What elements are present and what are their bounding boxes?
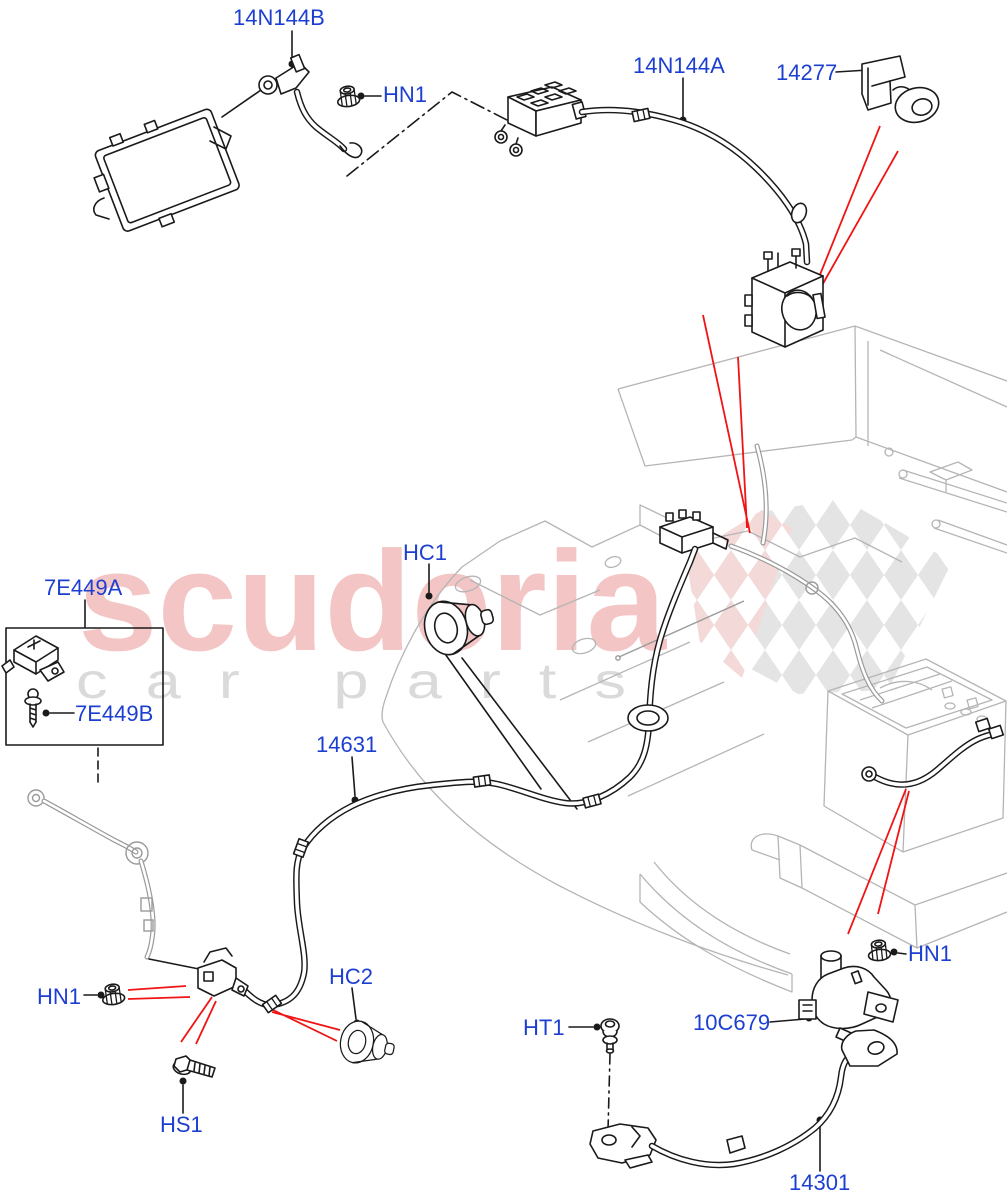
- battery-monitor-10c679-drawing: [798, 950, 899, 1046]
- cable-14n144b-drawing: [258, 53, 363, 159]
- leader-lines: [42, 30, 907, 1172]
- callout-7e449b[interactable]: 7E449B: [75, 701, 154, 726]
- fuse-block-drawing: [494, 81, 587, 157]
- callout-14301[interactable]: 14301: [789, 1170, 851, 1195]
- callout-hc1[interactable]: HC1: [403, 540, 448, 565]
- grommet-hc2-drawing: [335, 1017, 399, 1072]
- cable-14n144a-drawing: [578, 106, 811, 266]
- callout-14n144b[interactable]: 14N144B: [233, 5, 325, 30]
- bolt-hs1-drawing: [172, 1055, 216, 1078]
- watermark-brand-text: scuderia: [78, 522, 667, 681]
- callout-10c679[interactable]: 10C679: [693, 1010, 771, 1035]
- callout-hn1-right[interactable]: HN1: [908, 941, 953, 966]
- watermark: scuderia car parts: [76, 498, 952, 709]
- callout-ht1[interactable]: HT1: [523, 1015, 565, 1040]
- battery-cable-installed-drawing: [861, 717, 1005, 788]
- battery-background: [639, 658, 1007, 993]
- red-leader-lines: [127, 125, 910, 1045]
- callout-hn1-top[interactable]: HN1: [383, 82, 428, 107]
- floor-connector-drawing: [659, 509, 729, 554]
- cable-14631-drawing: [197, 545, 699, 1014]
- ground-cable-14301-drawing: [589, 1029, 898, 1169]
- checkered-flag-pattern: [686, 498, 952, 694]
- junction-box-drawing: [744, 248, 826, 348]
- callout-hs1[interactable]: HS1: [160, 1112, 203, 1137]
- ground-cable-background: [27, 789, 156, 960]
- callout-hn1-left[interactable]: HN1: [37, 984, 82, 1009]
- floor-pan-background: [381, 325, 1007, 976]
- callout-7e449a[interactable]: 7E449A: [44, 575, 123, 600]
- control-module-drawing: [93, 108, 240, 232]
- nut-hn1-right-drawing: [866, 938, 892, 963]
- nut-hn1-top-drawing: [334, 83, 362, 109]
- callout-hc2[interactable]: HC2: [329, 964, 374, 989]
- cover-7e449a-drawing: [1, 627, 164, 746]
- stud-ht1-drawing: [600, 1018, 620, 1054]
- callout-14n144a[interactable]: 14N144A: [633, 53, 725, 78]
- callout-14277[interactable]: 14277: [776, 60, 838, 85]
- bolt-7e449b-drawing: [24, 688, 42, 728]
- floor-harness-background: [615, 443, 885, 704]
- callout-14631[interactable]: 14631: [316, 732, 378, 757]
- watermark-sub-text: car parts: [76, 653, 664, 709]
- bracket-14277-drawing: [861, 55, 940, 124]
